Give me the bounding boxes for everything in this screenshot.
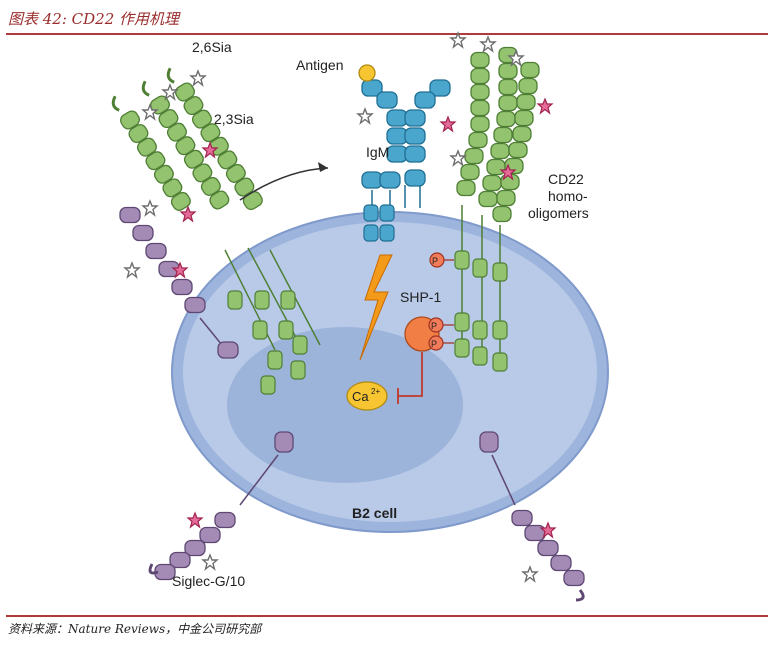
signal-bolt xyxy=(359,254,393,361)
label-2-6-sia: 2,6Sia xyxy=(192,39,232,55)
label-cd22-line1: CD22 xyxy=(548,171,584,187)
calcium-ion xyxy=(346,381,388,411)
siglec-right-bottom xyxy=(479,431,585,602)
phospho-label-1: P xyxy=(432,256,438,266)
igm-receptor xyxy=(361,79,451,242)
phospho-label-2: P xyxy=(431,321,437,331)
label-calcium-charge: 2+ xyxy=(371,387,380,396)
inhibition-arrow xyxy=(397,352,423,404)
figure-title: 图表 42: CD22 作用机理 xyxy=(8,10,180,28)
label-2-3-sia: 2,3Sia xyxy=(214,111,254,127)
antigen-particle xyxy=(358,64,376,82)
footer-rule xyxy=(6,615,768,617)
title-rule xyxy=(6,33,768,35)
cd22-right-strands xyxy=(454,46,540,372)
phospho-label-3: P xyxy=(431,339,437,349)
siglec-left-bottom xyxy=(148,431,294,581)
label-calcium: Ca xyxy=(352,389,369,404)
label-antigen: Antigen xyxy=(296,57,343,73)
label-b2-cell: B2 cell xyxy=(352,505,397,521)
label-shp1: SHP-1 xyxy=(400,289,441,305)
cd22-left-strands xyxy=(111,67,321,395)
siglec-left-top xyxy=(119,206,239,359)
label-cd22-line3: oligomers xyxy=(528,205,589,221)
label-siglec: Siglec-G/10 xyxy=(172,573,245,589)
label-igm: IgM xyxy=(366,144,389,160)
label-cd22-line2: homo- xyxy=(548,188,588,204)
figure-source: 资料来源：Nature Reviews，中金公司研究部 xyxy=(8,622,262,636)
shp1-enzyme xyxy=(404,252,454,352)
